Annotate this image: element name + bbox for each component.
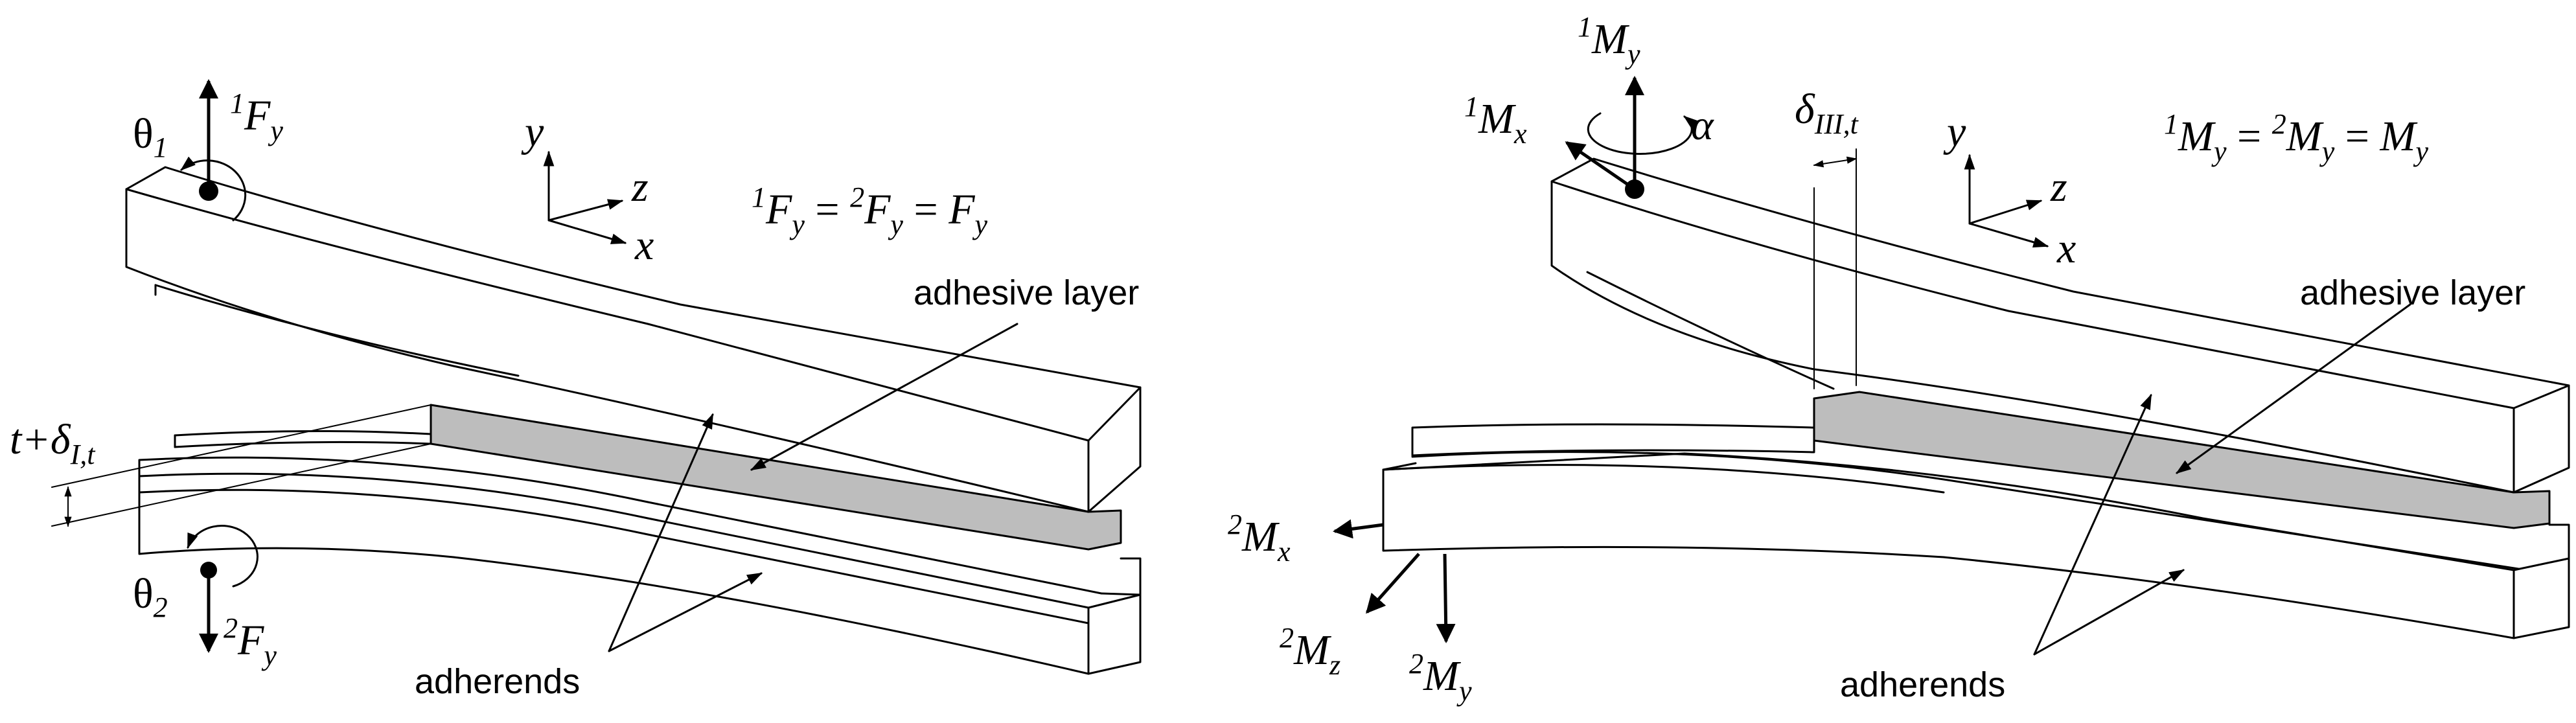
force-top-label: 1Fy [230,87,283,146]
mx-bottom-arrow [1333,519,1384,539]
right-axis-y-label: y [1943,108,1966,155]
right-axis-z-label: z [2050,163,2067,211]
right-adherends-label: adherends [1840,665,2005,704]
my-top-label: 1My [1578,11,1640,70]
right-adhesive-layer [1813,391,2551,529]
thickness-label: t+δI,t [10,416,96,470]
mx-top-arrow [1565,141,1636,191]
left-leaders [608,323,1018,652]
right-loads [1333,76,1699,643]
left-equation: 1Fy = 2Fy = Fy [752,181,988,240]
right-equation: 1My = 2My = My [2164,108,2428,167]
right-leaders [2033,303,2411,656]
left-bottom-adherend [138,456,1142,675]
theta1-label: θ1 [133,110,168,163]
right-adhesive-label: adhesive layer [2300,273,2525,312]
left-adherends-label: adherends [415,662,580,701]
mx-bottom-label: 2Mx [1228,509,1291,568]
right-bottom-adherend [1382,451,2570,639]
force-bottom-label: 2Fy [224,612,277,671]
mz-bottom-label: 2Mz [1280,622,1340,681]
mz-bottom-arrow [1366,553,1420,614]
mx-top-label: 1Mx [1464,91,1527,150]
theta2-rotation-arrow [187,525,259,588]
my-bottom-arrow [1436,553,1456,643]
theta2-label: θ2 [133,570,168,623]
right-specimen [1382,148,2570,639]
right-top-adherend [1550,157,2570,494]
left-top-adherend [125,166,1142,513]
left-axis-x-label: x [634,222,654,269]
left-specimen [51,166,1142,675]
left-loads [180,79,259,653]
right-axes [1964,154,2049,248]
right-axis-x-label: x [2056,225,2076,272]
left-axes [543,150,627,244]
delta-label: δIII,t [1795,86,1859,140]
left-axis-y-label: y [521,108,544,155]
left-axis-z-label: z [631,163,649,211]
left-adhesive-label: adhesive layer [914,273,1139,312]
theta1-rotation-arrow [180,156,247,222]
my-bottom-label: 2My [1409,648,1472,707]
alpha-label: α [1691,102,1714,149]
alpha-rotation-arrow [1587,112,1699,155]
